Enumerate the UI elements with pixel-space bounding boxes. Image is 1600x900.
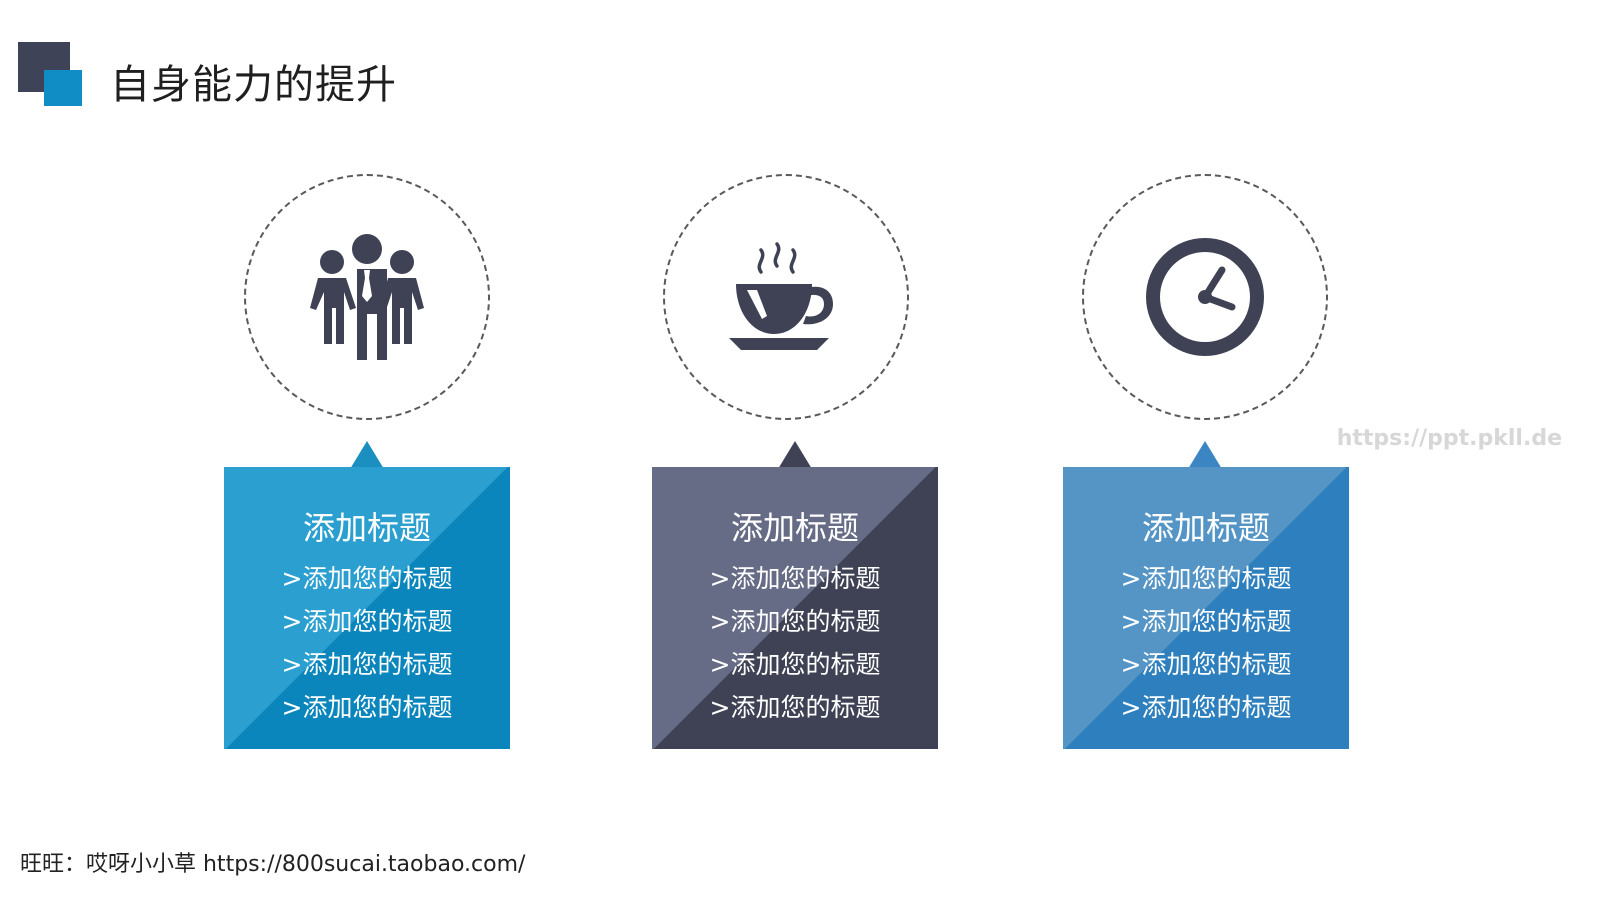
- logo-mark: [18, 42, 82, 106]
- card-title: 添加标题: [302, 509, 431, 547]
- card-background: [224, 467, 510, 749]
- info-card-3: 添加标题 >添加您的标题 >添加您的标题 >添加您的标题 >添加您的标题: [1063, 467, 1349, 749]
- page-title: 自身能力的提升: [110, 62, 397, 108]
- info-card-1: 添加标题 >添加您的标题 >添加您的标题 >添加您的标题 >添加您的标题: [224, 467, 510, 749]
- card-title: 添加标题: [730, 509, 859, 547]
- logo-square-blue: [44, 70, 82, 106]
- watermark: https://ppt.pkll.de: [1336, 426, 1562, 451]
- card-list-item: >添加您的标题: [1120, 564, 1292, 593]
- clock-icon-circle: [1082, 174, 1328, 420]
- card-list-item: >添加您的标题: [281, 607, 453, 636]
- card-background: [652, 467, 938, 749]
- card-list-item: >添加您的标题: [1120, 693, 1292, 722]
- clock-icon: [1146, 238, 1264, 356]
- team-icon: [310, 234, 424, 360]
- card-list-item: >添加您的标题: [281, 564, 453, 593]
- card-list-item: >添加您的标题: [709, 650, 881, 679]
- card-list-item: >添加您的标题: [709, 564, 881, 593]
- card-title: 添加标题: [1141, 509, 1270, 547]
- footer-contact-text: 旺旺：哎呀小小草 https://800sucai.taobao.com/: [20, 852, 526, 877]
- card-pointer: [778, 441, 812, 469]
- coffee-icon-circle: [663, 174, 909, 420]
- card-pointer: [1188, 441, 1222, 469]
- team-icon-circle: [244, 174, 490, 420]
- card-list-item: >添加您的标题: [709, 607, 881, 636]
- card-list-item: >添加您的标题: [281, 650, 453, 679]
- card-list-item: >添加您的标题: [1120, 650, 1292, 679]
- card-background: [1063, 467, 1349, 749]
- info-card-2: 添加标题 >添加您的标题 >添加您的标题 >添加您的标题 >添加您的标题: [652, 467, 938, 749]
- card-pointer: [350, 441, 384, 469]
- card-list-item: >添加您的标题: [1120, 607, 1292, 636]
- coffee-cup-icon: [729, 242, 833, 350]
- card-list-item: >添加您的标题: [281, 693, 453, 722]
- card-list-item: >添加您的标题: [709, 693, 881, 722]
